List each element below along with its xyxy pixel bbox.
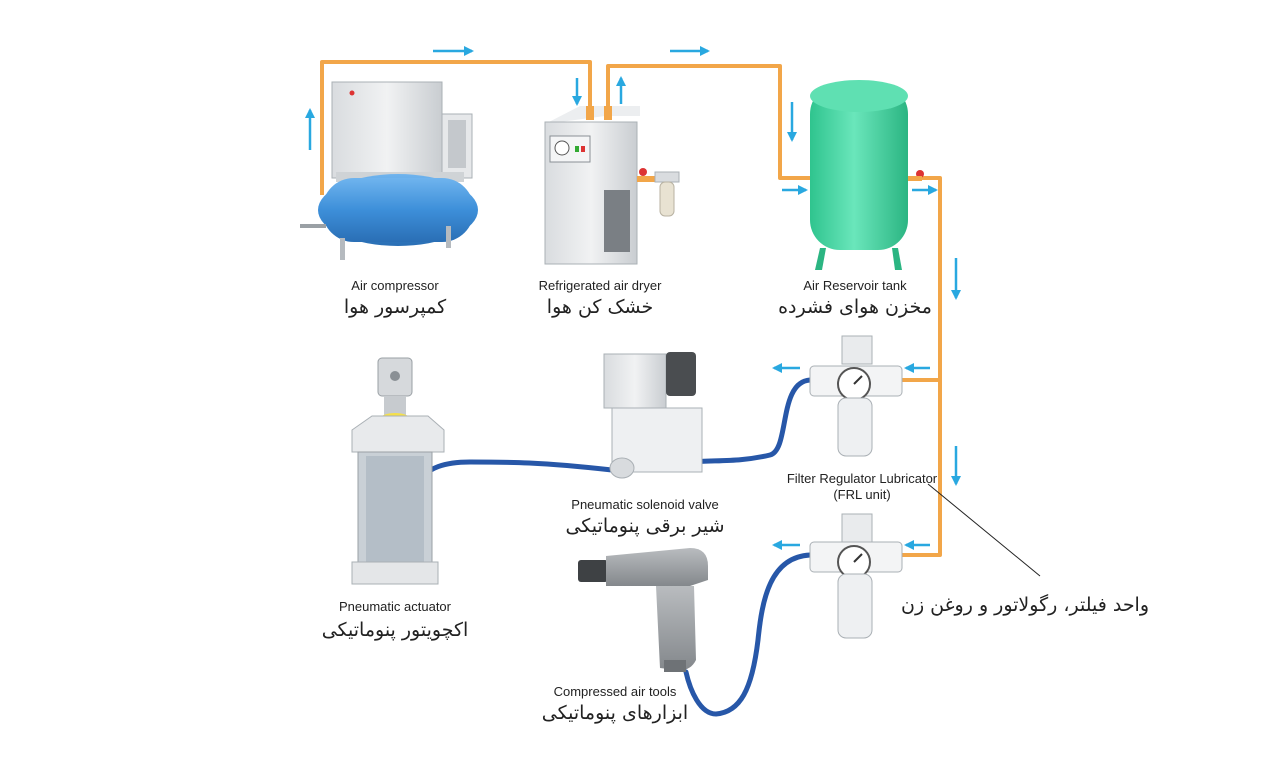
frl-unit-lower (809, 513, 903, 639)
compressed-air-tool (578, 548, 708, 672)
hose-frl-to-tools (683, 552, 813, 717)
air-tools-label-fa: ابزارهای پنوماتیکی (541, 702, 689, 724)
air-compressor (300, 81, 478, 260)
actuator-label-fa: اکچویتور پنوماتیکی (321, 619, 469, 641)
air-hose-network (419, 377, 813, 717)
frl-label-en-line2: (FRL unit) (833, 487, 891, 502)
solenoid-valve-label-en: Pneumatic solenoid valve (571, 497, 719, 512)
pneumatic-solenoid-valve (603, 352, 703, 479)
reservoir-tank-label-en: Air Reservoir tank (803, 278, 907, 293)
pipe-dryer-to-tank (606, 64, 812, 180)
air-tools-label-en: Compressed air tools (553, 684, 677, 699)
air-reservoir-tank (810, 80, 924, 270)
frl-unit-upper (809, 335, 903, 457)
hose-solenoid-to-actuator (419, 459, 615, 479)
solenoid-valve-label-fa: شیر برقی پنوماتیکی (565, 515, 725, 537)
frl-leader-line (927, 483, 1041, 577)
air-compressor-label-fa: کمپرسور هوا (343, 296, 447, 318)
pipe-compressor-to-dryer (320, 60, 592, 195)
flow-arrows (305, 46, 961, 550)
frl-label-en-line1: Filter Regulator Lubricator (786, 471, 938, 486)
reservoir-tank-label-fa: مخزن هوای فشرده (778, 296, 932, 318)
air-compressor-label-en: Air compressor (351, 278, 439, 293)
air-dryer-label-en: Refrigerated air dryer (538, 278, 662, 293)
hose-frl-to-solenoid (687, 377, 813, 465)
pipe-tank-to-frl (902, 176, 942, 557)
air-dryer-label-fa: خشک کن هوا (546, 296, 654, 318)
air-pipe-network (320, 60, 942, 557)
refrigerated-air-dryer (544, 106, 680, 265)
frl-label-fa: واحد فیلتر، رگولاتور و روغن زن (900, 594, 1150, 616)
actuator-label-en: Pneumatic actuator (338, 599, 451, 614)
pneumatic-actuator (351, 357, 445, 585)
pressure-gauge-icon (554, 140, 570, 156)
